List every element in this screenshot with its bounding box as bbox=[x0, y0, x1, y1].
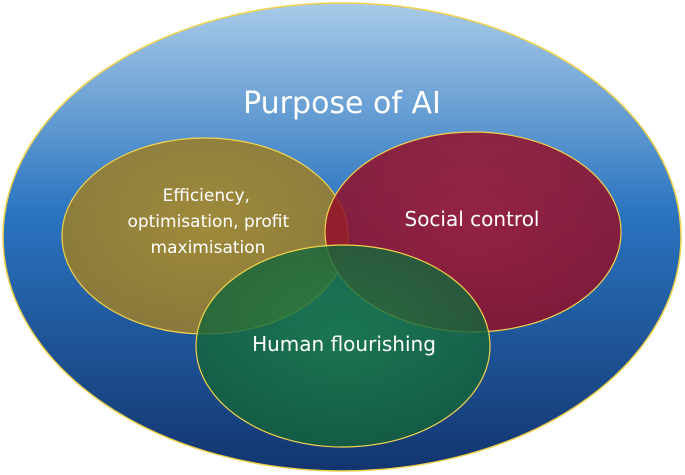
social-control-label: Social control bbox=[405, 207, 540, 231]
efficiency-label-line-2: optimisation, profit bbox=[127, 212, 289, 232]
diagram-title: Purpose of AI bbox=[243, 86, 441, 121]
human-flourishing-circle bbox=[195, 244, 491, 448]
efficiency-label-line-3: maximisation bbox=[151, 238, 266, 258]
efficiency-label-line-1: Efficiency, bbox=[163, 186, 250, 206]
efficiency-label: Efficiency, optimisation, profit maximis… bbox=[127, 186, 294, 258]
human-flourishing-label: Human flourishing bbox=[252, 332, 436, 356]
